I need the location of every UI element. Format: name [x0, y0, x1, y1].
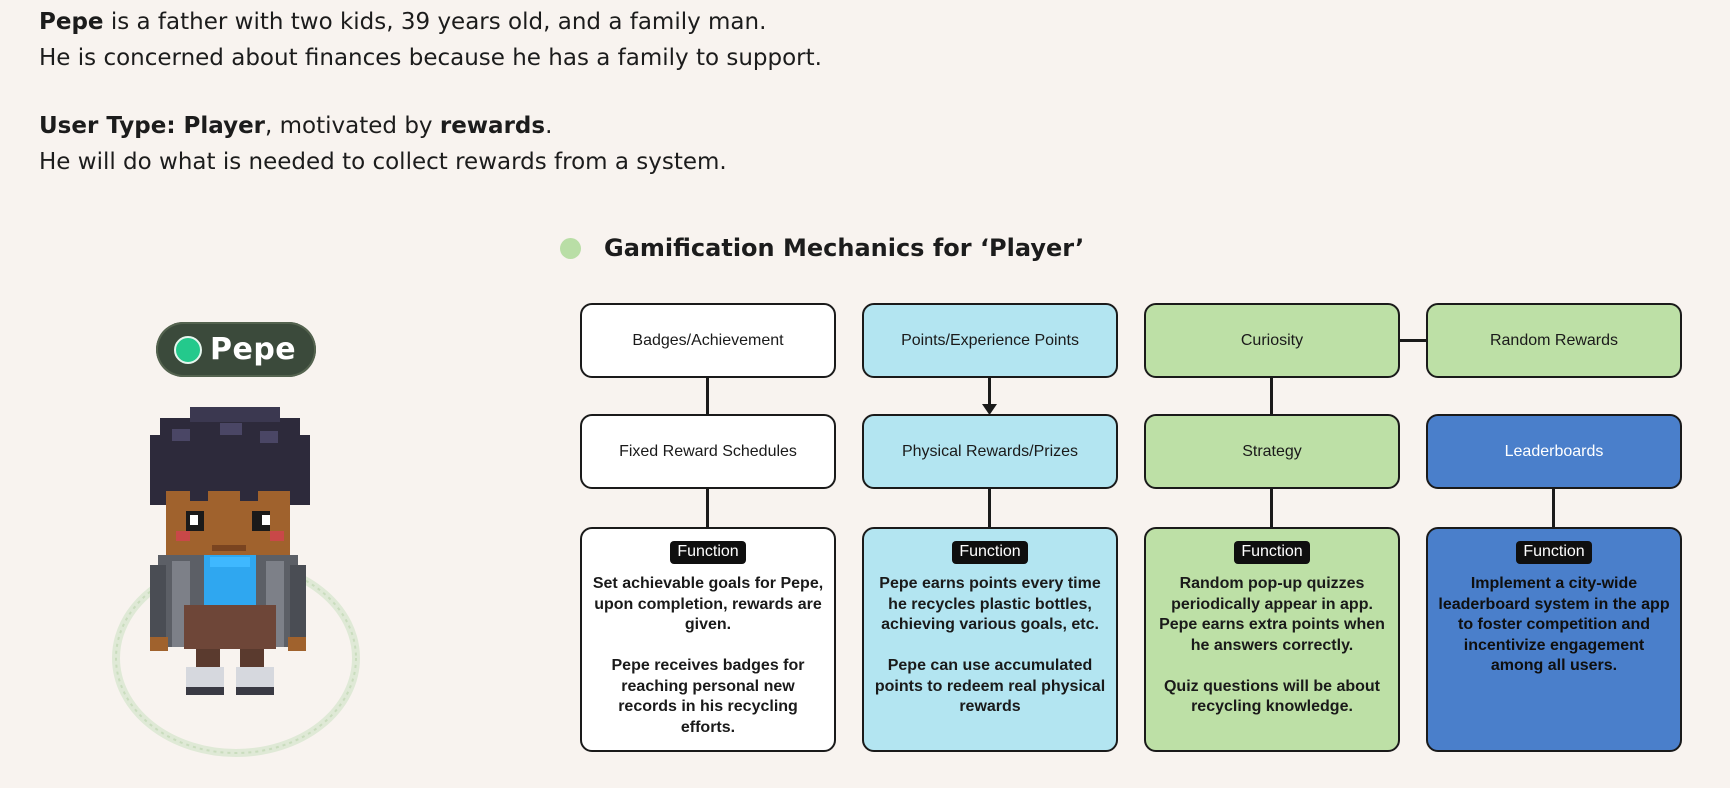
- mechanic-random-rewards: Random Rewards: [1426, 303, 1682, 378]
- connector-col1-bottom: [706, 488, 709, 528]
- mechanic-badges-achievement: Badges/Achievement: [580, 303, 836, 378]
- section-title-text: Gamification Mechanics for ‘Player’: [604, 234, 1085, 262]
- function-card-badges: Function Set achievable goals for Pepe, …: [580, 527, 836, 752]
- function-tag: Function: [1234, 541, 1310, 564]
- mechanic-leaderboards: Leaderboards: [1426, 414, 1682, 489]
- connector-col1-top: [706, 377, 709, 415]
- mechanic-label: Physical Rewards/Prizes: [901, 442, 1079, 460]
- intro-line-1: Pepe is a father with two kids, 39 years…: [39, 4, 822, 40]
- persona-description: Pepe is a father with two kids, 39 years…: [39, 4, 822, 76]
- connector-col2-bottom: [988, 488, 991, 528]
- function-description: Pepe earns points every time he recycles…: [874, 575, 1106, 715]
- mechanic-physical-rewards: Physical Rewards/Prizes: [862, 414, 1118, 489]
- user-type-label: User Type: Player: [39, 113, 266, 139]
- intro-line-3-end: .: [545, 113, 553, 139]
- connector-col3-bottom: [1270, 488, 1273, 528]
- mechanic-label: Badges/Achievement: [632, 331, 784, 349]
- mechanic-label: Leaderboards: [1504, 442, 1604, 460]
- persona-name-bold: Pepe: [39, 9, 104, 35]
- function-card-points: Function Pepe earns points every time he…: [862, 527, 1118, 752]
- mechanic-label: Random Rewards: [1489, 331, 1619, 349]
- mechanic-label: Curiosity: [1240, 331, 1304, 349]
- function-description: Set achievable goals for Pepe, upon comp…: [592, 575, 824, 736]
- function-tag: Function: [670, 541, 746, 564]
- mechanic-strategy: Strategy: [1144, 414, 1400, 489]
- bullet-dot-icon: [560, 237, 581, 259]
- function-tag: Function: [952, 541, 1028, 564]
- persona-badge-name: Pepe: [210, 332, 297, 367]
- mechanic-label: Fixed Reward Schedules: [619, 442, 797, 460]
- function-card-curiosity: Function Random pop-up quizzes periodica…: [1144, 527, 1400, 752]
- mechanic-label: Points/Experience Points: [901, 331, 1079, 349]
- intro-line-3-mid: , motivated by: [265, 113, 440, 139]
- motivation-word: rewards: [439, 113, 546, 139]
- mechanic-fixed-reward-schedules: Fixed Reward Schedules: [580, 414, 836, 489]
- online-status-icon: [174, 335, 202, 364]
- intro-line-1-text: is a father with two kids, 39 years old,…: [103, 9, 767, 35]
- mechanic-label: Strategy: [1242, 442, 1302, 460]
- pixel-avatar-icon: [112, 407, 360, 757]
- connector-col3-col4: [1399, 339, 1426, 342]
- intro-line-3: User Type: Player, motivated by rewards.: [39, 108, 727, 144]
- function-tag: Function: [1516, 541, 1592, 564]
- function-description: Random pop-up quizzes periodically appea…: [1159, 575, 1385, 715]
- intro-line-4: He will do what is needed to collect rew…: [39, 149, 727, 175]
- function-description: Implement a city-wide leaderboard system…: [1438, 575, 1670, 674]
- section-title: Gamification Mechanics for ‘Player’: [560, 234, 1084, 262]
- connector-col3-top: [1270, 377, 1273, 415]
- function-card-leaderboards: Function Implement a city-wide leaderboa…: [1426, 527, 1682, 752]
- arrowhead-down-icon: [982, 404, 997, 415]
- user-type-description: User Type: Player, motivated by rewards.…: [39, 108, 727, 180]
- intro-line-2: He is concerned about finances because h…: [39, 45, 822, 71]
- mechanic-curiosity: Curiosity: [1144, 303, 1400, 378]
- persona-name-badge: Pepe: [156, 322, 316, 377]
- connector-col4-bottom: [1552, 488, 1555, 528]
- mechanic-points-experience: Points/Experience Points: [862, 303, 1118, 378]
- connector-col2-top: [988, 377, 991, 408]
